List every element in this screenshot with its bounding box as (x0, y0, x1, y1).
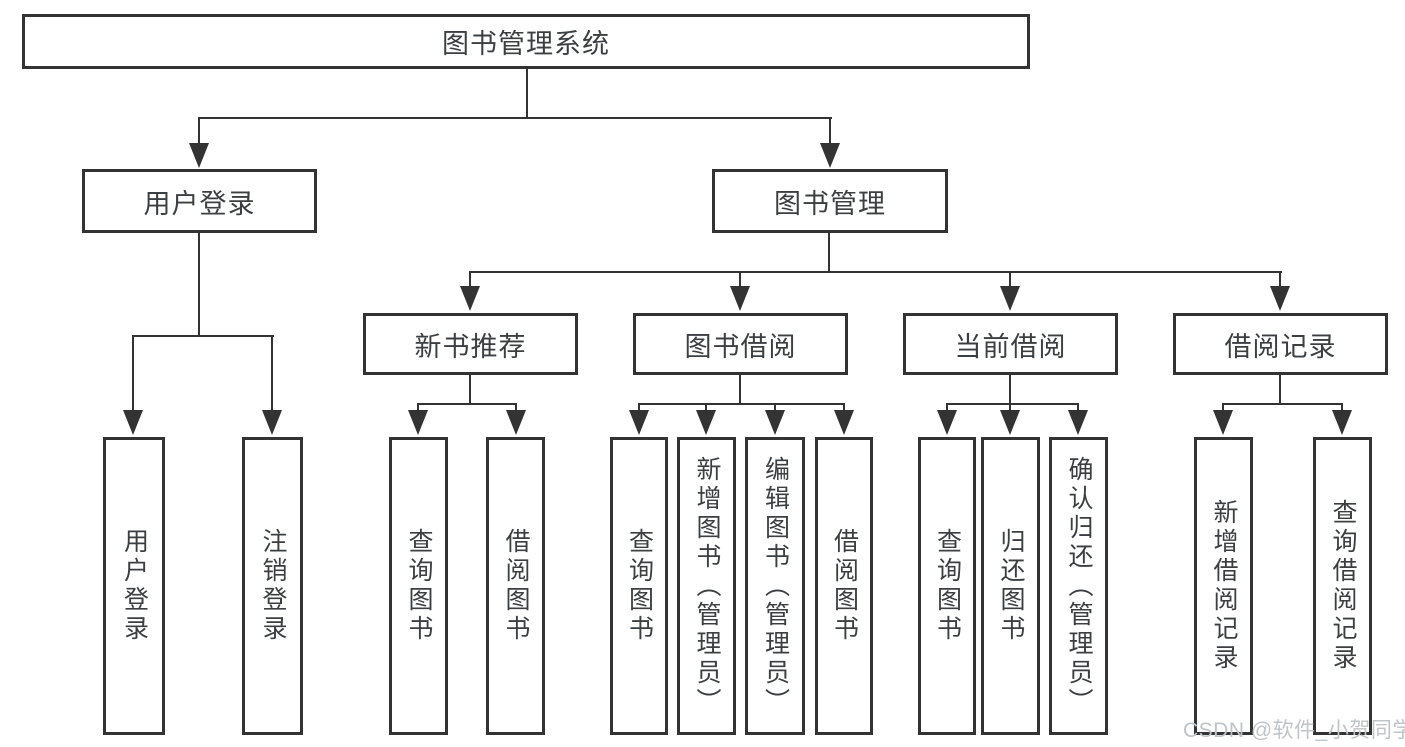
node-current-borrow-label: 当前借阅 (954, 331, 1067, 362)
watermark-text: CSDN @软件_小贺同学 (1183, 719, 1405, 742)
arrow-down-icon (1332, 410, 1352, 435)
connector-drop (132, 335, 134, 412)
leaf-add-borrow-record-label: 新增借阅记录 (1210, 499, 1238, 673)
leaf-query-book-recommend-label: 查询图书 (405, 528, 433, 644)
connector-group-bar (1222, 403, 1342, 405)
connector-drop (1341, 403, 1343, 412)
leaf-return-book-label: 归还图书 (997, 528, 1025, 644)
arrow-down-icon (730, 286, 750, 311)
arrow-down-icon (189, 143, 209, 168)
connector-group-bar (946, 403, 1079, 405)
connector-drop (774, 403, 776, 412)
connector-level2-bar (469, 271, 1282, 273)
connector-group-stem (1279, 375, 1281, 405)
leaf-confirm-return-admin: 确认归还（管理员） (1049, 437, 1108, 735)
leaf-borrow-book-label: 借阅图书 (830, 528, 859, 644)
connector-drop (843, 403, 845, 412)
leaf-user-login-label: 用户登录 (120, 528, 149, 644)
connector-group-stem (1009, 375, 1011, 405)
leaf-query-book-borrow-label: 查询图书 (625, 528, 654, 644)
arrow-down-icon (506, 410, 526, 435)
arrow-down-icon (696, 410, 716, 435)
node-root: 图书管理系统 (22, 14, 1030, 69)
leaf-edit-book-admin-label: 编辑图书（管理员） (761, 455, 790, 717)
connector-user-login-bar (132, 335, 274, 337)
connector-group-stem (469, 375, 471, 405)
arrow-down-icon (1068, 410, 1088, 435)
arrow-down-icon (834, 410, 854, 435)
leaf-query-book-current: 查询图书 (918, 437, 976, 735)
node-root-label: 图书管理系统 (442, 29, 610, 59)
leaf-borrow-book-recommend: 借阅图书 (486, 437, 545, 735)
node-current-borrow: 当前借阅 (903, 313, 1118, 375)
node-user-login-label: 用户登录 (143, 188, 256, 219)
connector-drop (1009, 403, 1011, 412)
arrow-down-icon (460, 286, 480, 311)
node-book-management-label: 图书管理 (774, 188, 886, 219)
connector-drop (271, 335, 273, 412)
leaf-query-book-recommend: 查询图书 (389, 437, 448, 735)
node-new-book-recommend: 新书推荐 (363, 313, 578, 375)
connector-drop (705, 403, 707, 412)
arrow-down-icon (1270, 286, 1290, 311)
arrow-down-icon (1213, 410, 1233, 435)
leaf-add-book-admin-label: 新增图书（管理员） (693, 455, 721, 717)
leaf-borrow-book-recommend-label: 借阅图书 (502, 528, 530, 644)
connector-drop (829, 117, 831, 145)
connector-drop (1279, 271, 1281, 289)
connector-drop (417, 403, 419, 412)
connector-group-bar (638, 403, 845, 405)
node-user-login: 用户登录 (82, 169, 317, 233)
connector-drop (946, 403, 948, 412)
node-new-book-recommend-label: 新书推荐 (414, 331, 527, 362)
arrow-down-icon (820, 143, 840, 168)
connector-drop (638, 403, 640, 412)
connector-drop (198, 117, 200, 145)
leaf-borrow-book: 借阅图书 (815, 437, 873, 735)
arrow-down-icon (765, 410, 785, 435)
connector-root-stem (526, 69, 528, 119)
leaf-return-book: 归还图书 (981, 437, 1040, 735)
node-book-borrow-label: 图书借阅 (684, 331, 797, 362)
arrow-down-icon (123, 410, 143, 435)
leaf-query-book-current-label: 查询图书 (933, 528, 962, 644)
connector-group-stem (739, 375, 741, 405)
connector-drop (739, 271, 741, 289)
connector-drop (1077, 403, 1079, 412)
arrow-down-icon (629, 410, 649, 435)
arrow-down-icon (408, 410, 428, 435)
connector-level1-bar (198, 117, 832, 119)
leaf-query-borrow-record: 查询借阅记录 (1313, 437, 1372, 735)
connector-drop (469, 271, 471, 289)
arrow-down-icon (1000, 410, 1020, 435)
connector-group-bar (417, 403, 517, 405)
leaf-user-login: 用户登录 (103, 437, 165, 735)
arrow-down-icon (937, 410, 957, 435)
arrow-down-icon (1000, 286, 1020, 311)
node-book-borrow: 图书借阅 (633, 313, 848, 375)
leaf-query-book-borrow: 查询图书 (610, 437, 668, 735)
connector-drop (1009, 271, 1011, 289)
leaf-logout-label: 注销登录 (259, 528, 287, 644)
leaf-add-borrow-record: 新增借阅记录 (1194, 437, 1253, 735)
leaf-add-book-admin: 新增图书（管理员） (677, 437, 736, 735)
node-borrow-records: 借阅记录 (1173, 313, 1388, 375)
connector-drop (1222, 403, 1224, 412)
leaf-edit-book-admin: 编辑图书（管理员） (745, 437, 805, 735)
leaf-query-borrow-record-label: 查询借阅记录 (1329, 499, 1357, 673)
arrow-down-icon (262, 410, 282, 435)
leaf-logout: 注销登录 (242, 437, 303, 735)
connector-drop (515, 403, 517, 412)
node-borrow-records-label: 借阅记录 (1224, 331, 1337, 362)
connector-book-mgmt-stem (828, 233, 830, 273)
node-book-management: 图书管理 (712, 169, 948, 233)
connector-user-login-stem (198, 233, 200, 337)
leaf-confirm-return-admin-label: 确认归还（管理员） (1065, 455, 1093, 717)
